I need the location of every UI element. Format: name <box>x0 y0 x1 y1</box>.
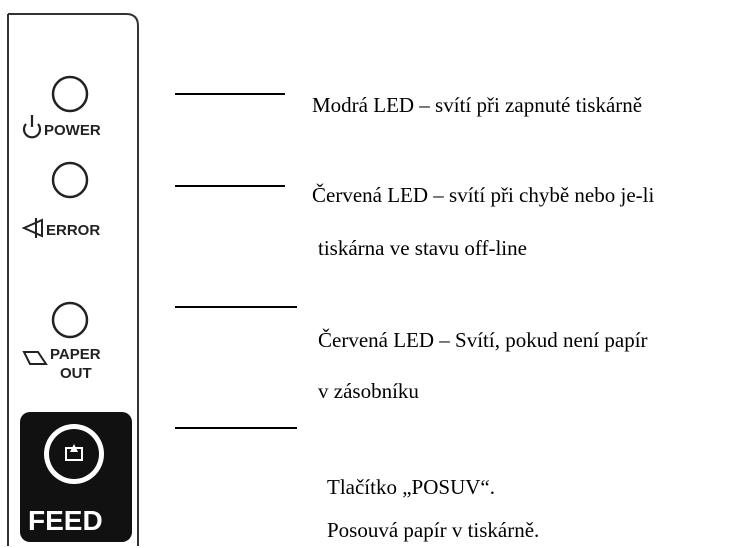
paper-out-connector-line <box>175 306 297 308</box>
error-annotation-line1: Červená LED – svítí při chybě nebo je-li <box>312 183 655 207</box>
error-annotation-line2: tiskárna ve stavu off-line <box>318 236 527 260</box>
feed-button-label: FEED <box>28 505 103 536</box>
power-panel-label: POWER <box>44 122 101 139</box>
error-connector-line <box>175 185 285 187</box>
power-connector-line <box>175 93 285 95</box>
feed-button[interactable]: FEED <box>20 412 132 542</box>
power-annotation: Modrá LED – svítí při zapnuté tiskárně <box>312 93 643 117</box>
power-icon <box>22 115 42 139</box>
error-panel-label: ERROR <box>46 222 100 239</box>
feed-connector-line <box>175 427 297 429</box>
paper-out-icon <box>22 351 48 365</box>
panel-outline <box>7 13 139 546</box>
error-icon <box>21 218 43 238</box>
feed-icon <box>65 444 83 461</box>
error-led <box>51 161 89 199</box>
paper-out-annotation-line2: v zásobníku <box>318 379 419 403</box>
feed-annotation-line2: Posouvá papír v tiskárně. <box>327 518 540 542</box>
paper-out-led <box>51 301 89 339</box>
feed-annotation-line1: Tlačítko „POSUV“. <box>327 475 495 499</box>
paper-out-panel-label-2: OUT <box>60 365 92 382</box>
paper-out-annotation-line1: Červená LED – Svítí, pokud není papír <box>318 328 648 352</box>
paper-out-panel-label-1: PAPER <box>50 346 101 363</box>
power-led <box>51 75 89 113</box>
